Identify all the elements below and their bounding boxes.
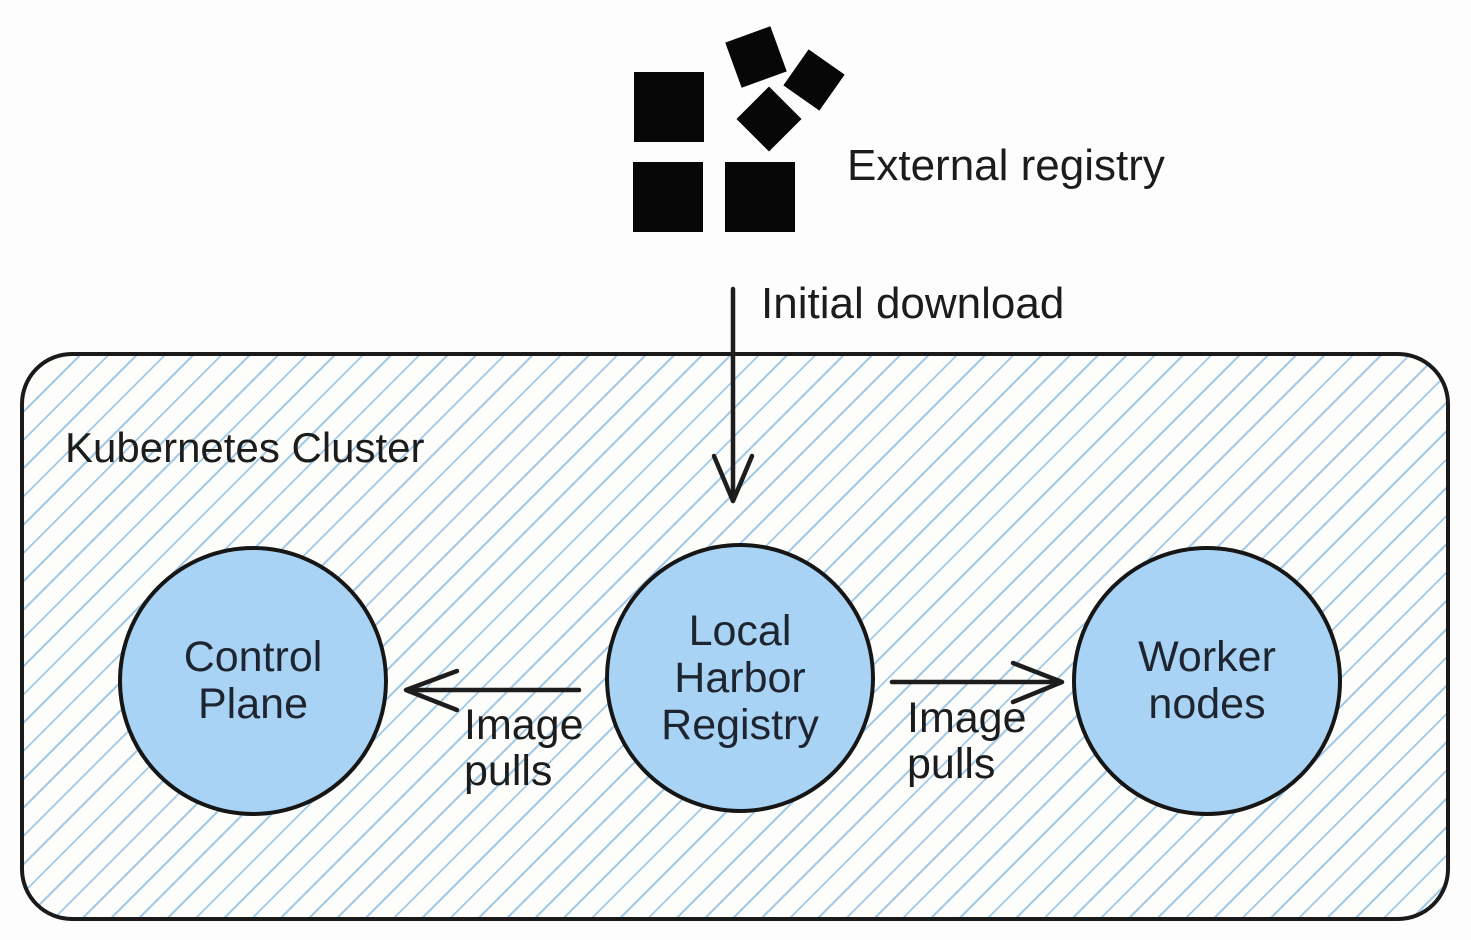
registry-square-icon (725, 162, 795, 232)
control-plane-label-line1: Control (183, 633, 323, 681)
external-registry-label: External registry (847, 141, 1165, 190)
local-harbor-label-line3: Registry (661, 700, 819, 749)
registry-tilted-square-icon (725, 26, 787, 88)
registry-square-icon (633, 162, 703, 232)
local-harbor-registry-node: Local Harbor Registry (605, 543, 875, 813)
local-harbor-label-line1: Local (688, 606, 792, 655)
initial-download-label: Initial download (761, 279, 1065, 328)
control-plane-label-line2: Plane (198, 680, 308, 728)
image-pulls-right-line1: Image (907, 694, 1027, 742)
image-pulls-left-label: Image pulls (464, 702, 584, 794)
image-pulls-left-line1: Image (464, 701, 584, 749)
worker-nodes-label-line1: Worker (1138, 633, 1276, 681)
registry-tilted-square-icon (783, 49, 845, 111)
registry-square-icon (634, 72, 704, 142)
image-pulls-left-line2: pulls (464, 747, 553, 795)
external-registry-icon (630, 26, 850, 239)
control-plane-node: Control Plane (118, 546, 388, 816)
local-harbor-label-line2: Harbor (674, 653, 806, 702)
kubernetes-cluster-label: Kubernetes Cluster (65, 424, 425, 471)
image-pulls-right-line2: pulls (907, 740, 996, 788)
worker-nodes-node: Worker nodes (1072, 546, 1342, 816)
image-pulls-right-label: Image pulls (907, 695, 1027, 787)
worker-nodes-label-line2: nodes (1148, 680, 1266, 728)
registry-tilted-square-icon (736, 86, 802, 152)
